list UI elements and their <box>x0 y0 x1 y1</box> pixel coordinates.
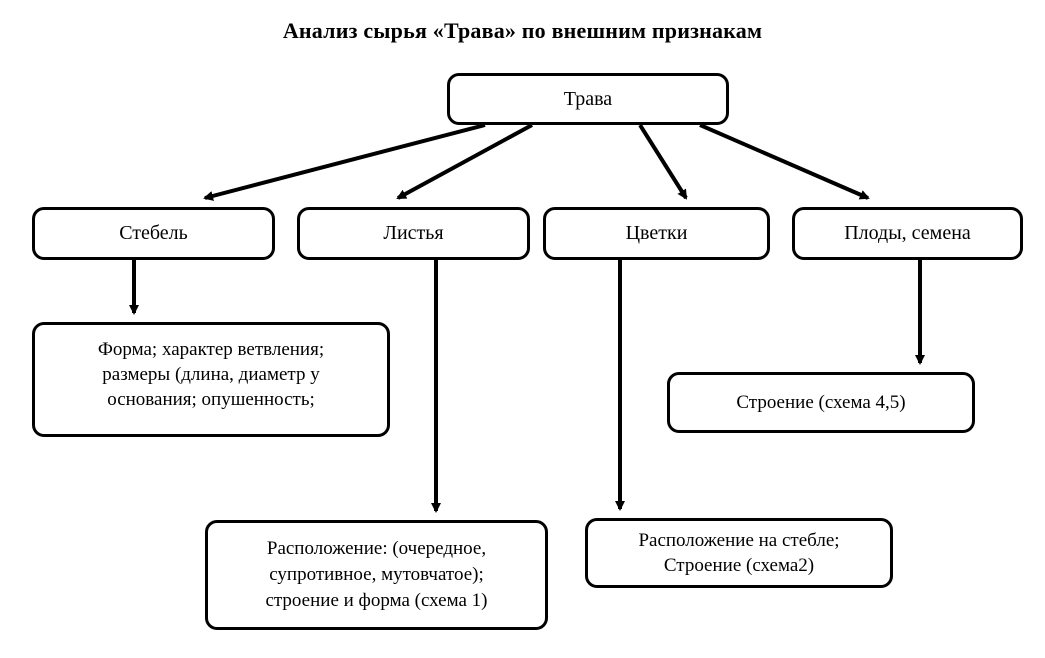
diagram-title: Анализ сырья «Трава» по внешним признака… <box>282 18 763 43</box>
detail-leaves-line: строение и форма (схема 1) <box>265 590 488 611</box>
node-stem-label: Стебель <box>119 222 188 244</box>
arrow-root-to-flowers <box>638 123 688 200</box>
detail-leaves-line: Расположение: (очередное, <box>266 538 487 559</box>
node-flowers-label: Цветки <box>625 222 688 244</box>
detail-leaves-line: супротивное, мутовчатое); <box>269 564 484 585</box>
detail-flowers-line: Строение (схема2) <box>663 555 815 576</box>
arrow-root-to-leaves <box>396 123 533 200</box>
detail-flowers-line: Расположение на стебле; <box>638 530 840 551</box>
detail-fruits-seeds: Строение (схема 4,5) <box>667 372 975 433</box>
detail-leaves: Расположение: (очередное, супротивное, м… <box>205 520 548 630</box>
root-node-grass: Трава <box>447 73 729 125</box>
node-leaves: Листья <box>297 207 530 260</box>
detail-stem-line: размеры (длина, диаметр у <box>102 364 320 385</box>
node-fruits-seeds-label: Плоды, семена <box>844 222 971 244</box>
node-stem: Стебель <box>32 207 275 260</box>
node-leaves-label: Листья <box>383 222 444 244</box>
detail-fruits-seeds-line: Строение (схема 4,5) <box>736 392 906 413</box>
node-flowers: Цветки <box>543 207 770 260</box>
root-node-label: Трава <box>563 87 613 110</box>
detail-stem: Форма; характер ветвления; размеры (длин… <box>32 322 390 437</box>
detail-stem-line: Форма; характер ветвления; <box>97 339 325 360</box>
node-fruits-seeds: Плоды, семена <box>792 207 1023 260</box>
detail-stem-line: основания; опушенность; <box>107 389 315 410</box>
arrow-root-to-fruits <box>699 123 870 200</box>
detail-flowers: Расположение на стебле; Строение (схема2… <box>585 518 893 588</box>
arrow-root-to-stem <box>203 123 486 201</box>
